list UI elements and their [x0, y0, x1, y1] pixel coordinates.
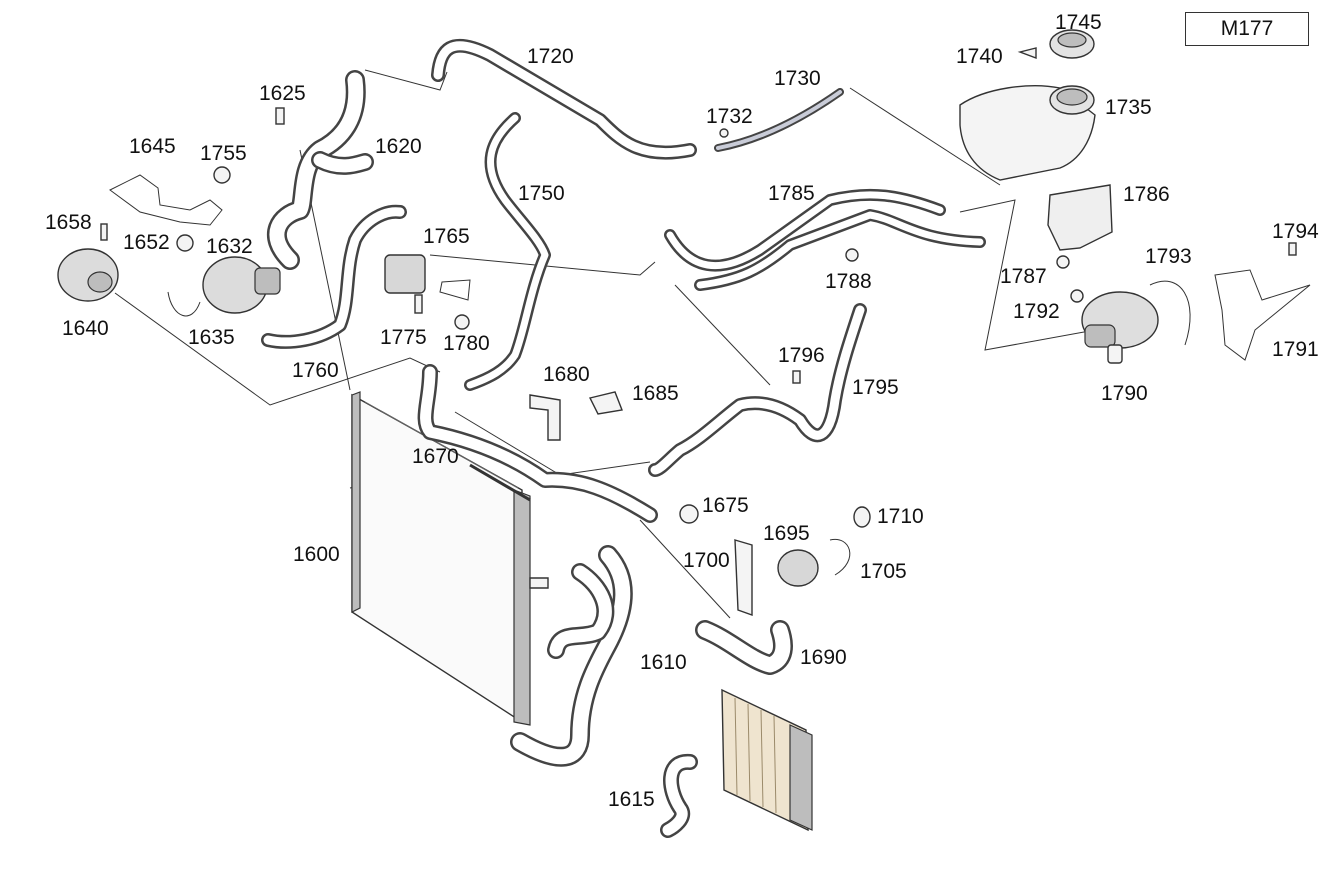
label-1775: 1775 — [380, 326, 427, 349]
bracket-1786[interactable] — [1047, 184, 1113, 251]
label-1735: 1735 — [1105, 96, 1152, 119]
bolt-1792 — [1070, 289, 1084, 303]
expansion-tank-1735[interactable] — [959, 29, 1096, 181]
pipes-1785[interactable] — [664, 188, 986, 291]
valve-1765[interactable] — [384, 254, 471, 301]
label-1740: 1740 — [956, 45, 1003, 68]
leader-lines — [114, 69, 1096, 619]
label-1745: 1745 — [1055, 11, 1102, 34]
label-1793: 1793 — [1145, 245, 1192, 268]
bracket-1791[interactable] — [1214, 269, 1311, 361]
pump-1640[interactable] — [57, 248, 119, 302]
part-1710 — [853, 506, 871, 528]
label-1795: 1795 — [852, 376, 899, 399]
label-1685: 1685 — [632, 382, 679, 405]
hose-1610[interactable] — [510, 545, 633, 767]
bolt-1796 — [792, 370, 801, 384]
clamp-1635[interactable] — [167, 291, 201, 317]
label-1632: 1632 — [206, 235, 253, 258]
nut-1787 — [1056, 255, 1070, 269]
label-1796: 1796 — [778, 344, 825, 367]
label-1690: 1690 — [800, 646, 847, 669]
line-1730[interactable] — [714, 88, 844, 152]
part-labels: 1600 1610 1615 1620 1625 1632 1635 1640 … — [45, 11, 1319, 811]
label-1680: 1680 — [543, 363, 590, 386]
label-1792: 1792 — [1013, 300, 1060, 323]
pump-1790[interactable] — [1081, 291, 1159, 364]
hose-1720[interactable] — [431, 38, 697, 160]
label-1791: 1791 — [1272, 338, 1319, 361]
pump-1695 — [777, 549, 819, 587]
label-1700: 1700 — [683, 549, 730, 572]
label-1635: 1635 — [188, 326, 235, 349]
label-1600: 1600 — [293, 543, 340, 566]
bolt-1788 — [845, 248, 859, 262]
label-1790: 1790 — [1101, 382, 1148, 405]
label-1788: 1788 — [825, 270, 872, 293]
bracket-1645[interactable] — [109, 174, 223, 226]
hose-1670[interactable] — [417, 364, 658, 523]
label-1610: 1610 — [640, 651, 687, 674]
model-code-box: M177 — [1185, 12, 1309, 46]
label-1720: 1720 — [527, 45, 574, 68]
label-1652: 1652 — [123, 231, 170, 254]
hose-1615[interactable] — [660, 754, 698, 838]
clamp-1705 — [829, 538, 851, 576]
label-1780: 1780 — [443, 332, 490, 355]
label-1755: 1755 — [200, 142, 247, 165]
seal-1755 — [213, 166, 231, 184]
label-1765: 1765 — [423, 225, 470, 248]
pump-1632[interactable] — [202, 256, 281, 314]
bracket-1680 — [529, 394, 561, 441]
label-1750: 1750 — [518, 182, 565, 205]
hose-1690[interactable] — [695, 620, 793, 675]
label-1640: 1640 — [62, 317, 109, 340]
label-1732: 1732 — [706, 105, 753, 128]
label-1695: 1695 — [763, 522, 810, 545]
label-1645: 1645 — [129, 135, 176, 158]
label-1620: 1620 — [375, 135, 422, 158]
label-1785: 1785 — [768, 182, 815, 205]
hose-1750[interactable] — [464, 112, 551, 391]
label-1730: 1730 — [774, 67, 821, 90]
clip-1685 — [588, 391, 623, 415]
hose-1620[interactable] — [267, 70, 374, 270]
bolt-1658 — [100, 223, 108, 241]
label-1625: 1625 — [259, 82, 306, 105]
label-1760: 1760 — [292, 359, 339, 382]
label-1670: 1670 — [412, 445, 459, 468]
label-1787: 1787 — [1000, 265, 1047, 288]
bolt-1794 — [1288, 242, 1297, 256]
small-hardware — [100, 107, 1297, 616]
hose-1795[interactable] — [648, 303, 867, 477]
bracket-1700 — [734, 539, 753, 616]
radiator-1600[interactable] — [351, 391, 549, 726]
label-1794: 1794 — [1272, 220, 1319, 243]
label-1675: 1675 — [702, 494, 749, 517]
auxiliary-cooler[interactable] — [721, 688, 813, 832]
label-1705: 1705 — [860, 560, 907, 583]
label-1615: 1615 — [608, 788, 655, 811]
bolt-1775 — [414, 294, 423, 314]
nut-1780 — [454, 314, 470, 330]
clamp-1793[interactable] — [1149, 280, 1191, 346]
nut-1652 — [176, 234, 194, 252]
label-1786: 1786 — [1123, 183, 1170, 206]
bolt-1625 — [275, 107, 285, 125]
hose-1760[interactable] — [261, 204, 407, 349]
nut-1675 — [679, 504, 699, 524]
label-1658: 1658 — [45, 211, 92, 234]
label-1710: 1710 — [877, 505, 924, 528]
